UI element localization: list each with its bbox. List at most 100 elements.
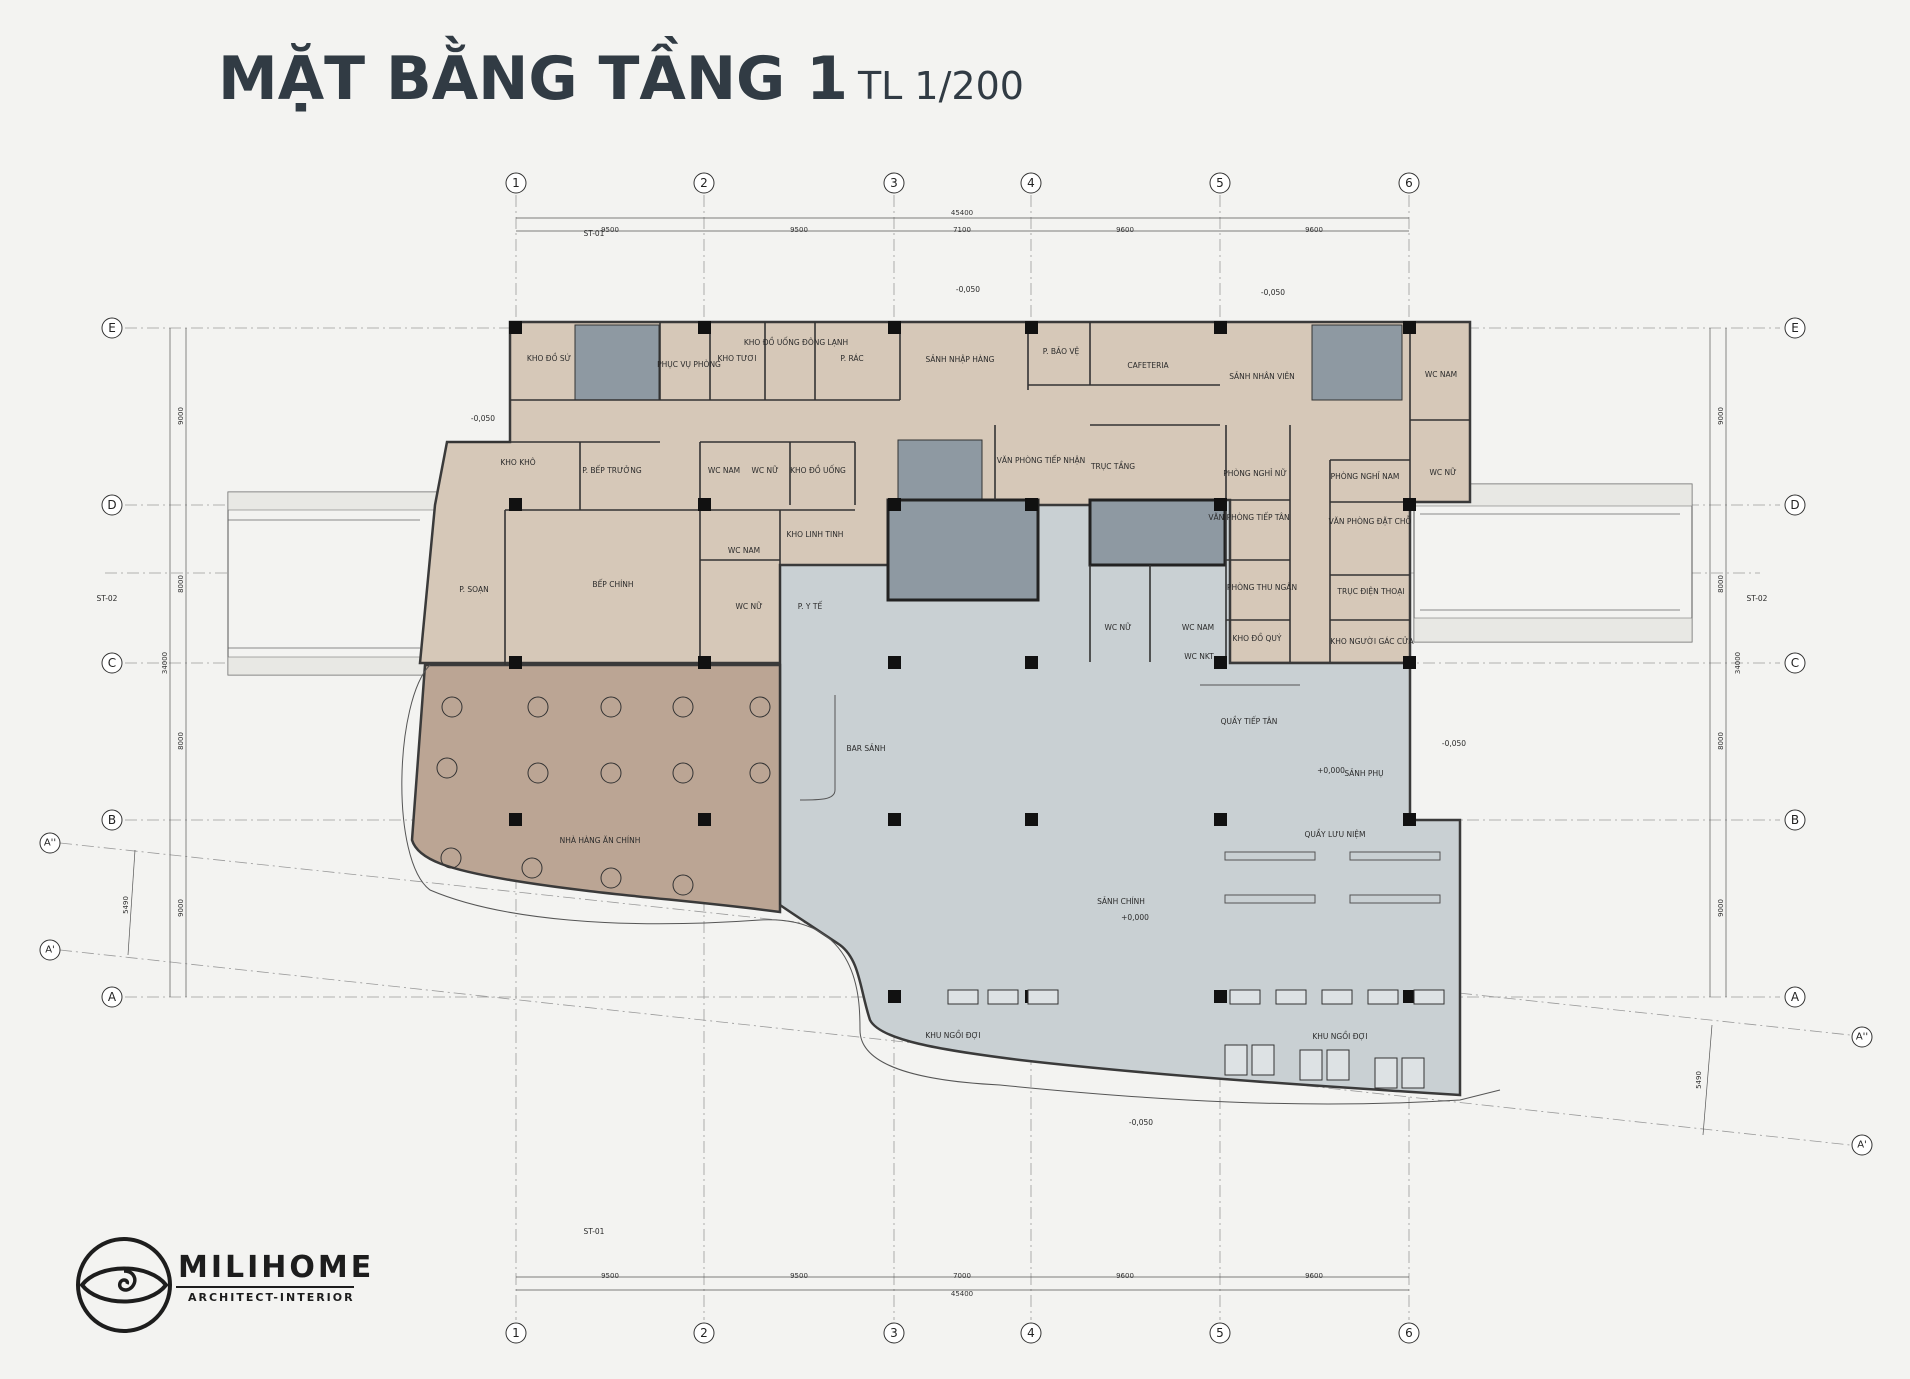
room-sanh-nhan-vien: SẢNH NHÂN VIÊN: [1229, 372, 1295, 381]
dim-total-x-top: 45400: [951, 209, 973, 217]
grid-col-6-bottom: 6: [1405, 1326, 1413, 1340]
level-1: -0,050: [956, 285, 980, 294]
ramp-left: [227, 491, 439, 676]
grid-col-1: 1: [512, 176, 520, 190]
dim-total-y-left: 34000: [161, 652, 169, 674]
section-mark-2: ST-02: [97, 594, 118, 603]
room-wc-nam-3: WC NAM: [728, 546, 760, 555]
grid-row-b: B: [108, 813, 116, 827]
room-wc-nam-4: WC NAM: [1182, 623, 1214, 632]
grid-a2-left: A': [45, 945, 55, 956]
ramp-right: [1413, 483, 1693, 643]
waiting-seats: [947, 989, 1445, 1089]
room-quay-luu-niem: QUẦY LƯU NIỆM: [1304, 829, 1365, 839]
room-phong-nghi-nam: PHÒNG NGHỈ NAM: [1331, 472, 1400, 481]
section-mark-1: ST-01: [584, 229, 605, 238]
room-bep-chinh: BẾP CHÍNH: [592, 579, 633, 589]
room-phong-nghi-nu: PHÒNG NGHỈ NỮ: [1223, 469, 1287, 478]
grid-row-e-right: E: [1791, 321, 1799, 335]
dim-bay-y-2: 8000: [177, 575, 185, 593]
dim-bay-y-r2: 8000: [1717, 575, 1725, 593]
room-p-bao-ve: P. BẢO VỆ: [1043, 347, 1080, 356]
dim-bay-y-r1: 9000: [1717, 407, 1725, 425]
level-3: -0,050: [471, 414, 495, 423]
room-van-phong-tiep-nhan: VĂN PHÒNG TIẾP NHẬN: [997, 455, 1086, 465]
room-p-soan: P. SOẠN: [459, 585, 489, 594]
grid-col-5: 5: [1216, 176, 1224, 190]
grid-row-c: C: [108, 656, 116, 670]
room-kho-kho: KHO KHÔ: [500, 458, 535, 467]
level-7: -0,050: [1129, 1118, 1153, 1127]
room-sanh-nhap-hang: SẢNH NHẬP HÀNG: [925, 355, 994, 364]
dim-total-x-bottom: 45400: [951, 1290, 973, 1298]
room-van-phong-tiep-tan: VĂN PHÒNG TIẾP TÂN: [1208, 512, 1289, 522]
eye-logo-icon: [76, 1237, 172, 1333]
room-p-rac: P. RÁC: [840, 354, 863, 363]
dim-bay-y-r3: 8000: [1717, 732, 1725, 750]
grid-col-5-bottom: 5: [1216, 1326, 1224, 1340]
brand-divider: [176, 1286, 354, 1288]
grid-col-4-bottom: 4: [1027, 1326, 1035, 1340]
grid-col-2: 2: [700, 176, 708, 190]
level-4: -0,050: [1442, 739, 1466, 748]
room-wc-nam-2: WC NAM: [708, 466, 740, 475]
grid-row-e: E: [108, 321, 116, 335]
level-2: -0,050: [1261, 288, 1285, 297]
room-sanh-phu: SẢNH PHỤ: [1344, 769, 1383, 778]
room-kho-tuoi: KHO TƯƠI: [718, 354, 757, 363]
level-markers: -0,050 -0,050 -0,050 -0,050 +0,000 +0,00…: [471, 285, 1466, 1127]
room-wc-nu-4: WC NỮ: [1104, 623, 1131, 632]
grid-row-a: A: [108, 990, 117, 1004]
room-p-bep-truong: P. BẾP TRƯỞNG: [582, 465, 642, 475]
room-kho-do-uong-dong-lanh: KHO ĐỒ UỐNG ĐÔNG LẠNH: [744, 337, 848, 347]
room-van-phong-dat-cho: VĂN PHÒNG ĐẶT CHỖ: [1329, 516, 1412, 526]
room-truc-tang: TRỤC TẦNG: [1090, 461, 1135, 471]
room-kho-linh-tinh: KHO LINH TINH: [787, 530, 844, 539]
grid-a2-right: A': [1857, 1140, 1867, 1151]
room-khu-ngoi-doi-1: KHU NGỒI ĐỢI: [925, 1030, 980, 1040]
level-6: +0,000: [1121, 913, 1149, 922]
room-phuc-vu-phong: PHỤC VỤ PHÒNG: [657, 360, 721, 369]
dim-bay-x-bottom-4: 9600: [1116, 1272, 1134, 1280]
dim-bay-y-1: 9000: [177, 407, 185, 425]
grid-labels: 1 2 3 4 5 6 1 2 3 4 5 6 E D C B A E D C …: [44, 176, 1868, 1340]
dim-section-offset-left: 5490: [122, 896, 130, 914]
dim-bay-x-bottom-1: 9500: [601, 1272, 619, 1280]
room-wc-nkt: WC NKT: [1184, 652, 1214, 661]
room-sanh-chinh: SẢNH CHÍNH: [1097, 897, 1145, 906]
room-nha-hang-an-chinh: NHÀ HÀNG ĂN CHÍNH: [560, 836, 641, 845]
dimension-lines: [127, 217, 1727, 1291]
dim-bay-x-4: 9600: [1116, 226, 1134, 234]
room-kho-nguoi-gac-cua: KHO NGƯỜI GÁC CỬA: [1330, 637, 1414, 646]
title-main: MẶT BẰNG TẦNG 1: [218, 44, 848, 114]
brand-name: MILIHOME: [178, 1250, 375, 1285]
building: [401, 320, 1501, 1105]
grid-row-d-right: D: [1790, 498, 1799, 512]
dim-bay-x-bottom-3: 7000: [953, 1272, 971, 1280]
grid-col-6: 6: [1405, 176, 1413, 190]
dim-bay-y-3: 8000: [177, 732, 185, 750]
dim-bay-x-2: 9500: [790, 226, 808, 234]
grid-row-c-right: C: [1791, 656, 1799, 670]
room-labels: KHO ĐỒ SỨ PHỤC VỤ PHÒNG KHO TƯƠI KHO ĐỒ …: [459, 337, 1457, 1041]
section-mark-3: ST-02: [1747, 594, 1768, 603]
brand-logo: MILIHOME ARCHITECT-INTERIOR: [74, 1235, 404, 1335]
dim-bay-x-3: 7100: [953, 226, 971, 234]
brand-tagline: ARCHITECT-INTERIOR: [188, 1291, 355, 1304]
dim-bay-y-4: 9000: [177, 899, 185, 917]
room-cafeteria: CAFETERIA: [1127, 361, 1169, 370]
dim-bay-y-r4: 9000: [1717, 899, 1725, 917]
grid-row-a-right: A: [1791, 990, 1800, 1004]
room-wc-nu-3: WC NỮ: [735, 602, 762, 611]
section-mark-4: ST-01: [584, 1227, 605, 1236]
grid-col-3-bottom: 3: [890, 1326, 898, 1340]
room-truc-dien-thoai: TRỤC ĐIỆN THOẠI: [1336, 587, 1404, 596]
room-wc-nu-2: WC NỮ: [751, 466, 778, 475]
dimension-texts: 45400 9500 9500 7100 9600 9600 9500 9500…: [122, 209, 1742, 1298]
grid-row-b-right: B: [1791, 813, 1799, 827]
dim-bay-x-5: 9600: [1305, 226, 1323, 234]
room-phong-thu-ngan: PHÒNG THU NGÂN: [1227, 583, 1297, 592]
grid-col-1-bottom: 1: [512, 1326, 520, 1340]
